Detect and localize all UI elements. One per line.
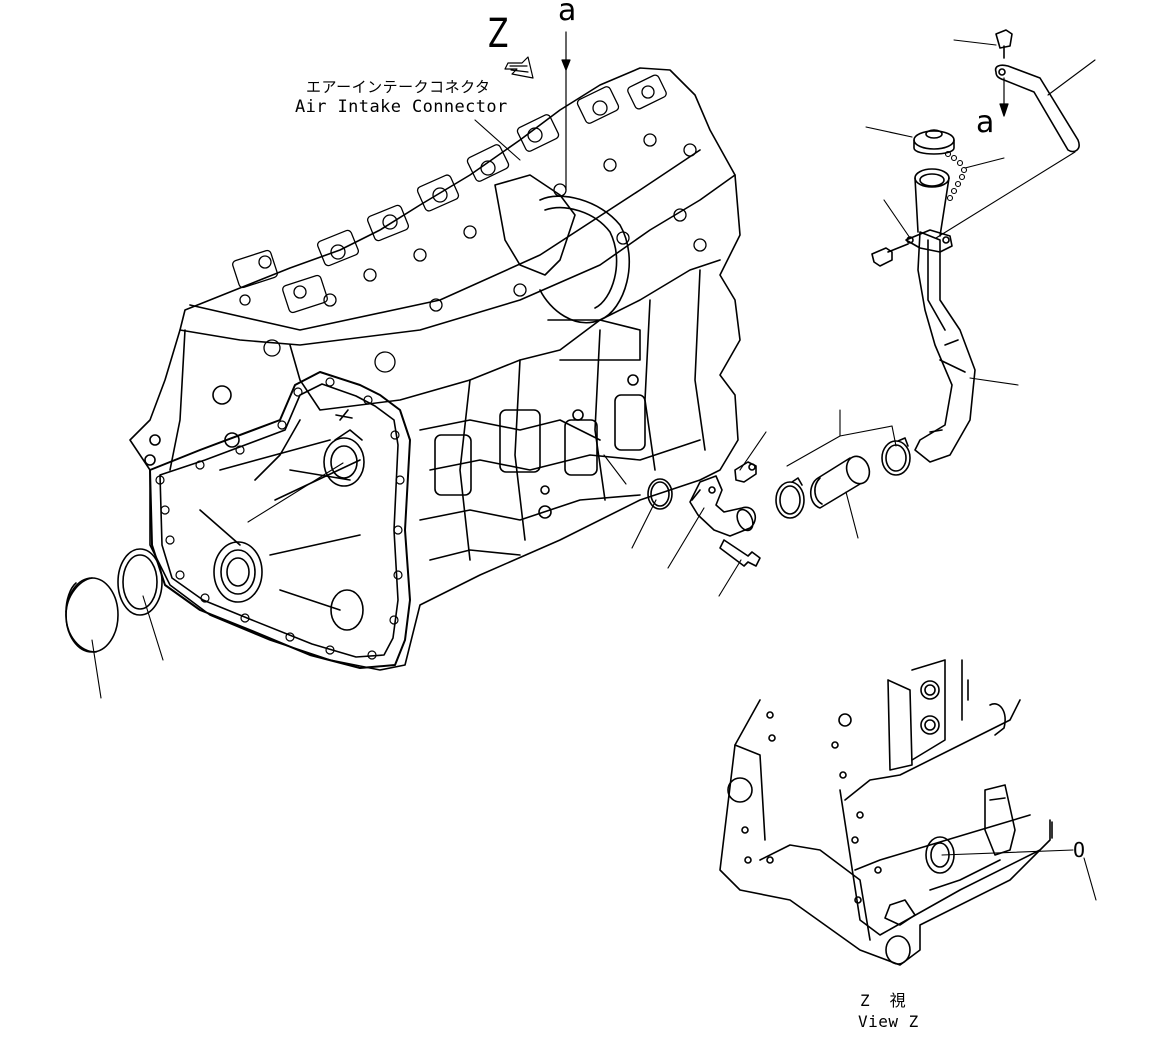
reference-a-right: a [976,105,995,140]
oil-seal-ring [118,549,162,615]
water-elbow [690,476,756,536]
support-stay [996,65,1079,151]
clamp-bolt [872,244,908,266]
front-cover-plate [66,578,118,652]
tube-clamp [906,230,952,252]
oil-filler-tube [915,169,975,462]
leader-lines [92,40,1096,900]
view-z-caption-jp: Z 視 [860,991,908,1010]
oil-filler-cap [914,130,954,154]
rubber-hose [811,453,873,508]
stay-bolt [996,30,1012,58]
breather-fitting [735,462,756,482]
reference-a-top: a [558,0,577,28]
reference-o: O [1073,838,1086,862]
cap-chain [946,152,967,201]
view-z-caption-en: View Z [858,1012,919,1031]
elbow-bolt [720,540,760,566]
hose-clamp-lower [776,478,804,518]
view-z-detail [720,660,1052,965]
view-z-arrow [505,57,533,78]
air-intake-connector-label-jp: エアーインテークコネクタ [306,78,491,96]
engine-block [130,68,740,670]
view-z-marker: Z [488,11,509,57]
ref-a-arrows [562,32,1008,190]
air-intake-connector-label-en: Air Intake Connector [295,97,508,117]
o-ring [648,479,672,509]
hose-clamp-upper [882,438,910,475]
